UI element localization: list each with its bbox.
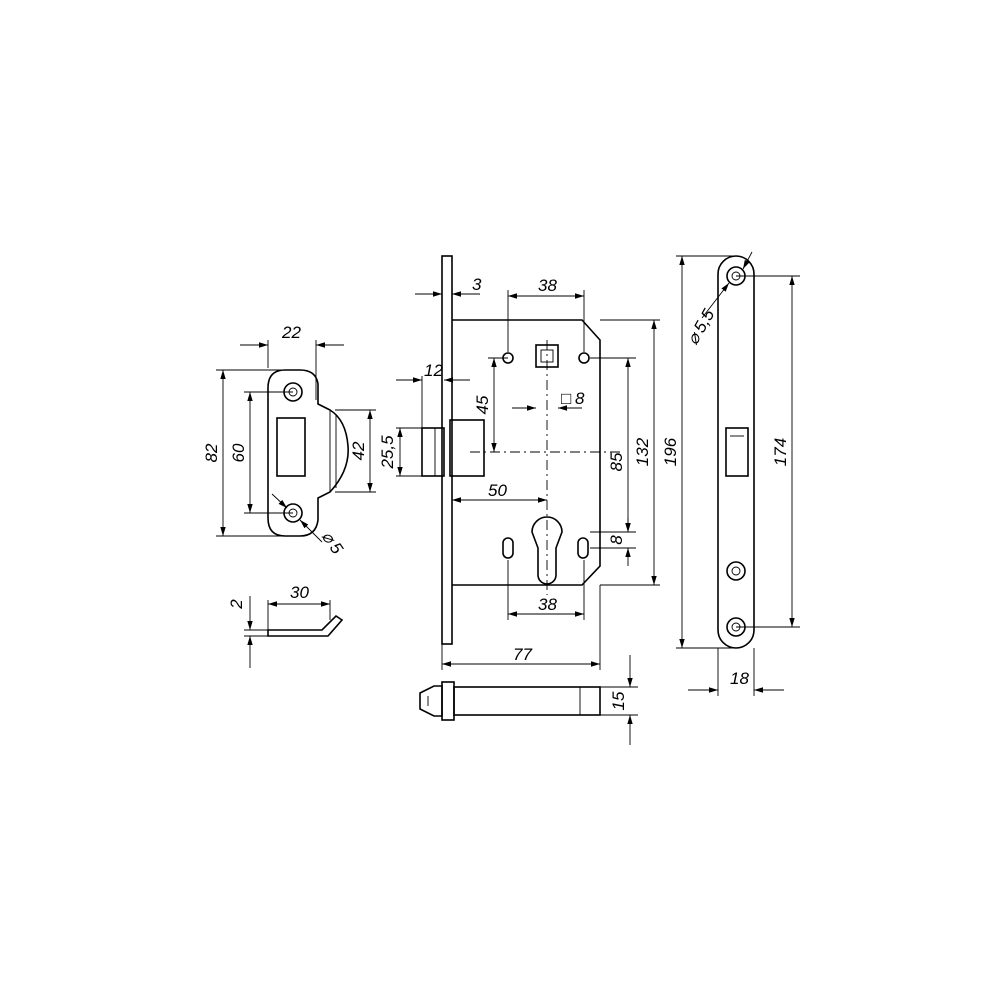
dim-strike-thickness: 2: [227, 599, 246, 610]
dim-latch-height: 25,5: [378, 435, 397, 470]
dim-strike-hole-spacing: 60: [229, 443, 248, 462]
dim-faceplate-height: 196: [661, 437, 680, 466]
dim-fp-hole-dia-value: 5,5: [690, 305, 719, 335]
dim-spindle-square-value: 8: [575, 389, 585, 408]
dim-case-height: 132: [633, 437, 652, 466]
strike-dimension-lines: [216, 340, 376, 543]
dim-case-thickness: 15: [609, 691, 628, 710]
faceplate-front: [717, 255, 755, 649]
dim-spindle-square: □ 8: [561, 389, 585, 408]
dim-top-hole-spacing: 38: [538, 276, 557, 295]
dim-strike-depth: 30: [290, 583, 309, 602]
strike-plate-front: [267, 369, 349, 537]
dim-fp-hole-spacing: 174: [771, 438, 790, 466]
lock-body-bottom: [419, 655, 638, 745]
dim-bottom-hole-spacing: 38: [538, 595, 557, 614]
lock-body-front: [421, 255, 620, 645]
dim-cylinder-hole-offset: 8: [607, 535, 626, 545]
dim-fp-hole-dia: ⌀ 5,5: [683, 305, 719, 348]
dim-faceplate-width: 18: [730, 669, 749, 688]
dim-strike-opening: 42: [349, 441, 368, 460]
dim-backset: 50: [488, 481, 507, 500]
faceplate-dimension-lines: [676, 251, 800, 696]
dim-center-distance: 85: [607, 452, 626, 471]
square-symbol: □: [561, 389, 571, 408]
dim-latch-projection: 12: [424, 361, 443, 380]
dim-spindle-to-top: 45: [473, 395, 492, 414]
dim-strike-width: 22: [281, 323, 301, 342]
dimension-labels: 22 82 60 42 ⌀ 5 2 30 3 38 12 25,5 45 □ 8…: [202, 275, 790, 710]
dim-faceplate-thickness: 3: [472, 275, 482, 294]
strike-plate-side: [244, 596, 344, 668]
lock-body-dimension-lines: [396, 256, 660, 670]
dim-strike-hole-dia: ⌀ 5: [318, 527, 347, 558]
dim-strike-height: 82: [202, 443, 221, 462]
dim-case-depth: 77: [513, 645, 532, 664]
